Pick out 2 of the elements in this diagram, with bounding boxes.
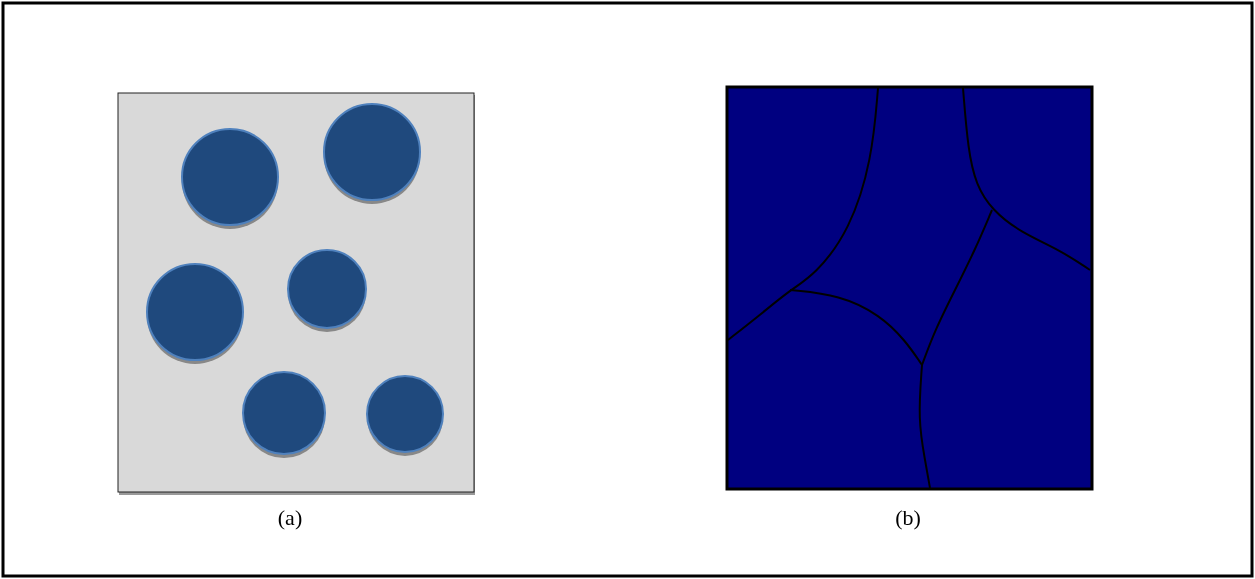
panel-label: (b) — [895, 505, 921, 531]
panel-label: (a) — [277, 505, 303, 531]
